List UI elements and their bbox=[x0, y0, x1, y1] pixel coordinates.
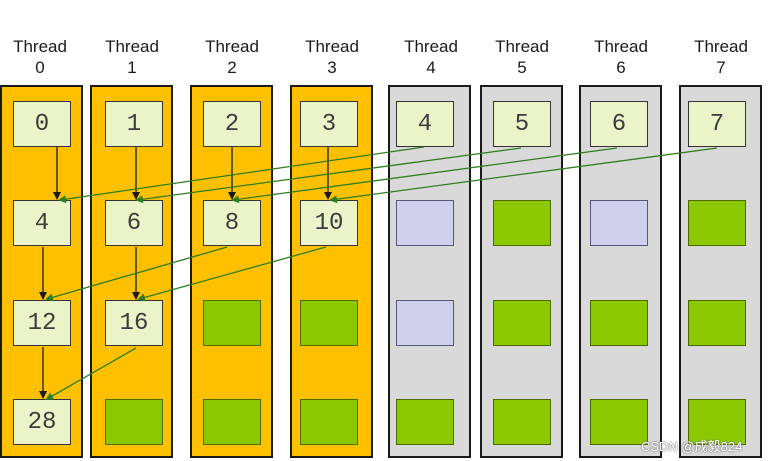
idle-cell-r1-t7 bbox=[688, 200, 746, 246]
idle-cell-r3-t7 bbox=[688, 399, 746, 445]
idle-cell-r3-t2 bbox=[203, 399, 261, 445]
thread-column-6 bbox=[579, 85, 662, 458]
idle-cell-r1-t5 bbox=[493, 200, 551, 246]
cell-r0-t0: 0 bbox=[13, 101, 71, 147]
idle-cell-r1-t6 bbox=[590, 200, 648, 246]
idle-cell-r3-t1 bbox=[105, 399, 163, 445]
cell-r0-t1: 1 bbox=[105, 101, 163, 147]
idle-cell-r3-t3 bbox=[300, 399, 358, 445]
idle-cell-r3-t5 bbox=[493, 399, 551, 445]
idle-cell-r2-t3 bbox=[300, 300, 358, 346]
idle-cell-r2-t7 bbox=[688, 300, 746, 346]
idle-cell-r2-t6 bbox=[590, 300, 648, 346]
cell-r1-t1: 6 bbox=[105, 200, 163, 246]
idle-cell-r3-t4 bbox=[396, 399, 454, 445]
thread-column-7 bbox=[679, 85, 762, 458]
watermark: CSDN @成毅824 bbox=[641, 439, 743, 454]
idle-cell-r1-t4 bbox=[396, 200, 454, 246]
cell-r0-t4: 4 bbox=[396, 101, 454, 147]
thread-column-5 bbox=[480, 85, 563, 458]
idle-cell-r2-t2 bbox=[203, 300, 261, 346]
idle-cell-r3-t6 bbox=[590, 399, 648, 445]
cell-r1-t2: 8 bbox=[203, 200, 261, 246]
cell-r3-t0: 28 bbox=[13, 399, 71, 445]
cell-r0-t6: 6 bbox=[590, 101, 648, 147]
idle-cell-r2-t4 bbox=[396, 300, 454, 346]
cell-r2-t1: 16 bbox=[105, 300, 163, 346]
cell-r0-t3: 3 bbox=[300, 101, 358, 147]
cell-r0-t5: 5 bbox=[493, 101, 551, 147]
cell-r0-t7: 7 bbox=[688, 101, 746, 147]
cell-r1-t3: 10 bbox=[300, 200, 358, 246]
idle-cell-r2-t5 bbox=[493, 300, 551, 346]
cell-r2-t0: 12 bbox=[13, 300, 71, 346]
cell-r0-t2: 2 bbox=[203, 101, 261, 147]
cell-r1-t0: 4 bbox=[13, 200, 71, 246]
